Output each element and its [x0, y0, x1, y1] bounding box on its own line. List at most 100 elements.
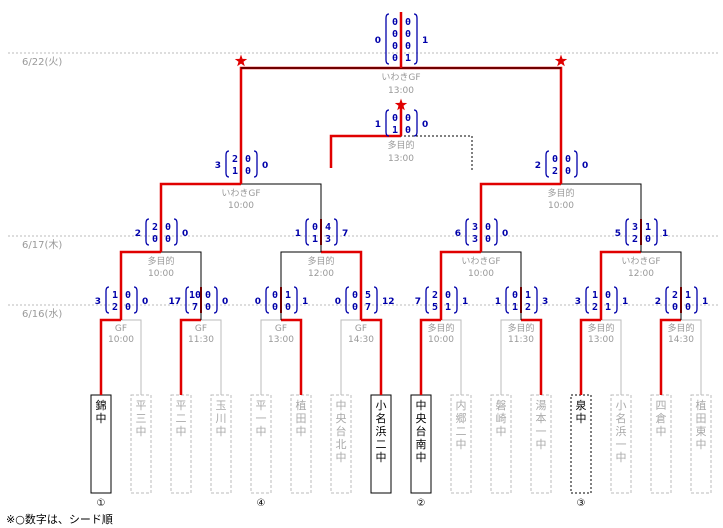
- date-label: 6/17(木): [22, 239, 62, 251]
- period-score: 0: [685, 302, 691, 313]
- total-score-right: 1: [702, 297, 708, 307]
- period-score: 0: [392, 29, 398, 40]
- score-bracket: [453, 286, 458, 314]
- period-score: 3: [472, 222, 478, 233]
- bracket-line: [280, 251, 321, 320]
- period-score: 0: [565, 154, 571, 165]
- period-score: 0: [285, 302, 291, 313]
- total-score-right: 0: [262, 161, 268, 171]
- period-score: 0: [405, 113, 411, 124]
- period-score: 1: [645, 222, 651, 233]
- period-score: 0: [392, 53, 398, 64]
- score-bracket: [373, 286, 378, 314]
- period-score: 2: [525, 302, 531, 313]
- team-name: 植田東中: [696, 398, 707, 451]
- score-bracket: [493, 218, 498, 246]
- score-bracket: [385, 13, 390, 65]
- score-bracket: [133, 286, 138, 314]
- match-time: 11:30: [508, 335, 534, 345]
- match-time: 12:00: [308, 269, 334, 279]
- team-name: 小名浜二中: [376, 399, 387, 464]
- score-bracket: [465, 218, 470, 246]
- total-score-right: 0: [142, 297, 148, 307]
- period-score: 0: [312, 222, 318, 233]
- bracket-line: [641, 251, 682, 320]
- total-score-right: 1: [302, 297, 308, 307]
- period-score: 0: [672, 302, 678, 313]
- score-bracket: [665, 286, 670, 314]
- bracket-line: [401, 135, 473, 170]
- period-score: 3: [325, 234, 331, 245]
- period-score: 0: [645, 234, 651, 245]
- bracket-line: [260, 319, 281, 395]
- total-score-right: 1: [622, 297, 628, 307]
- period-score: 2: [592, 302, 598, 313]
- total-score-right: 7: [342, 229, 348, 239]
- team-name: 磐崎中: [496, 398, 507, 438]
- score-bracket: [505, 286, 510, 314]
- match-venue: GF: [115, 324, 127, 334]
- bracket-line: [681, 319, 702, 395]
- team-name: 四倉中: [656, 399, 667, 438]
- date-label: 6/22(火): [22, 56, 62, 68]
- bracket-line: [321, 250, 363, 320]
- total-score-right: 0: [182, 229, 188, 239]
- team-name: 平一中: [256, 399, 267, 438]
- score-bracket: [145, 218, 150, 246]
- match-venue: GF: [355, 324, 367, 334]
- bracket-line: [419, 318, 441, 395]
- score-bracket: [173, 218, 178, 246]
- total-score-left: 1: [295, 229, 301, 239]
- score-bracket: [585, 286, 590, 314]
- bracket-line: [479, 182, 561, 252]
- period-score: 0: [405, 17, 411, 28]
- period-score: 0: [272, 290, 278, 301]
- score-bracket: [305, 218, 310, 246]
- team-name: 内郷二中: [456, 398, 467, 451]
- match-time: 12:00: [628, 269, 654, 279]
- total-score-left: 1: [375, 120, 381, 130]
- team-name: 中央台北中: [336, 399, 347, 464]
- period-score: 2: [672, 290, 678, 301]
- period-score: 0: [352, 302, 358, 313]
- period-score: 3: [472, 234, 478, 245]
- period-score: 0: [205, 290, 211, 301]
- score-bracket: [625, 218, 630, 246]
- total-score-left: 2: [135, 229, 141, 239]
- score-bracket: [185, 286, 190, 314]
- score-bracket: [105, 286, 110, 314]
- bracket-line: [561, 183, 642, 252]
- total-score-right: 0: [422, 120, 428, 130]
- bracket-line: [441, 319, 462, 395]
- match-time: 10:00: [548, 201, 574, 211]
- period-score: 0: [352, 290, 358, 301]
- date-label: 6/16(水): [22, 308, 62, 320]
- score-bracket: [345, 286, 350, 314]
- match-venue: 多目的: [147, 255, 174, 267]
- period-score: 2: [232, 154, 238, 165]
- bracket-line: [361, 318, 383, 395]
- match-time: 14:30: [668, 335, 694, 345]
- match-time: 10:00: [468, 269, 494, 279]
- total-score-right: 1: [422, 36, 428, 46]
- period-score: 0: [152, 234, 158, 245]
- match-venue: 多目的: [547, 187, 574, 199]
- period-score: 0: [165, 222, 171, 233]
- match-time: 10:00: [428, 335, 454, 345]
- score-bracket: [293, 286, 298, 314]
- bracket-line: [241, 183, 322, 252]
- period-score: 0: [165, 234, 171, 245]
- period-score: 0: [405, 29, 411, 40]
- team-name: 泉中: [576, 398, 587, 425]
- score-bracket: [253, 150, 258, 178]
- match-time: 10:00: [148, 269, 174, 279]
- third-place-star-icon: [394, 98, 408, 111]
- total-score-left: 5: [615, 229, 621, 239]
- period-score: 7: [192, 302, 198, 313]
- bracket-line: [340, 319, 361, 395]
- period-score: 0: [565, 166, 571, 177]
- period-score: 0: [125, 302, 131, 313]
- match-venue: 多目的: [307, 255, 334, 267]
- score-bracket: [693, 286, 698, 314]
